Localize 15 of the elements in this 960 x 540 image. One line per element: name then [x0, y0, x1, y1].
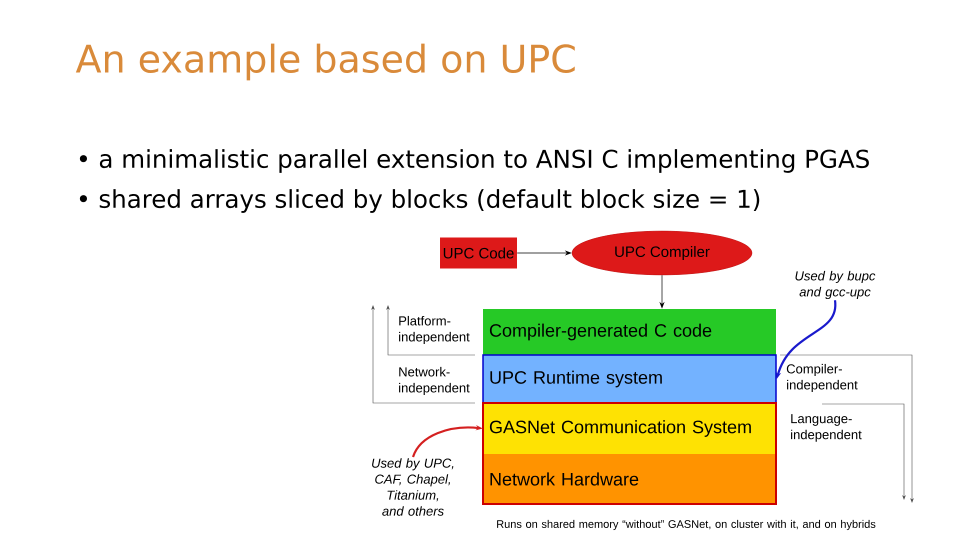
layer-box: GASNet Communication System: [483, 403, 776, 454]
scope-label: Platform-independent: [399, 316, 470, 344]
bullet-text: • shared arrays sliced by blocks (default block size = 1): [80, 189, 760, 213]
layer-box: Compiler-generated C code: [483, 309, 776, 355]
scope-label: Network-independent: [399, 366, 470, 396]
scope-label: Language-independent: [791, 414, 862, 442]
code-box: UPC Code: [440, 238, 517, 268]
note: Used by UPC, CAF, Chapel, Titanium, and others: [372, 458, 454, 516]
note: Used by bupc and gcc-upc: [796, 270, 876, 300]
layer-box: UPC Runtime system: [482, 354, 777, 404]
note-text: Runs on shared memory “without” GASNet, on cluster with it, and on hybrids: [497, 520, 876, 530]
bullet-text: • a minimalistic parallel extension to ANSI C implementing PGAS: [80, 149, 869, 173]
scope-label: Compiler-independent: [786, 364, 858, 392]
layer-box: Network Hardware: [483, 454, 776, 504]
title: An example based on UPC: [76, 44, 575, 80]
